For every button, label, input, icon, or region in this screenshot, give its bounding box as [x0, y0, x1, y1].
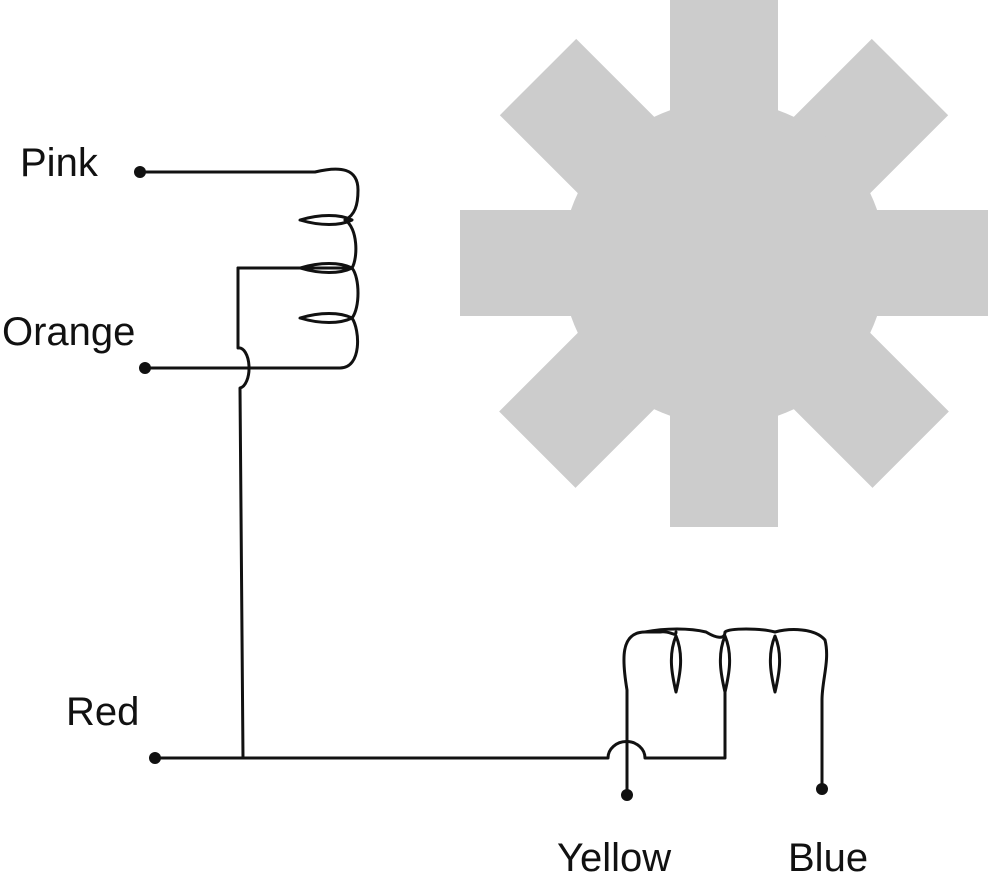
label-red: Red — [66, 690, 140, 734]
red-terminal — [149, 752, 161, 764]
label-yellow: Yellow — [557, 836, 672, 880]
label-blue: Blue — [788, 836, 869, 880]
coil-yellow-blue — [153, 627, 829, 797]
blue-terminal — [816, 783, 828, 795]
red-wire — [153, 690, 727, 760]
pink-terminal — [134, 166, 146, 178]
coil-pink-orange — [138, 167, 360, 760]
terminals — [134, 166, 828, 801]
tap-wire-red — [236, 266, 251, 760]
label-orange: Orange — [2, 310, 136, 354]
label-pink: Pink — [20, 141, 98, 185]
orange-wire — [143, 316, 360, 370]
yellow-terminal — [621, 789, 633, 801]
rotor-gear — [460, 0, 988, 527]
orange-terminal — [139, 362, 151, 374]
pink-wire — [138, 167, 360, 222]
